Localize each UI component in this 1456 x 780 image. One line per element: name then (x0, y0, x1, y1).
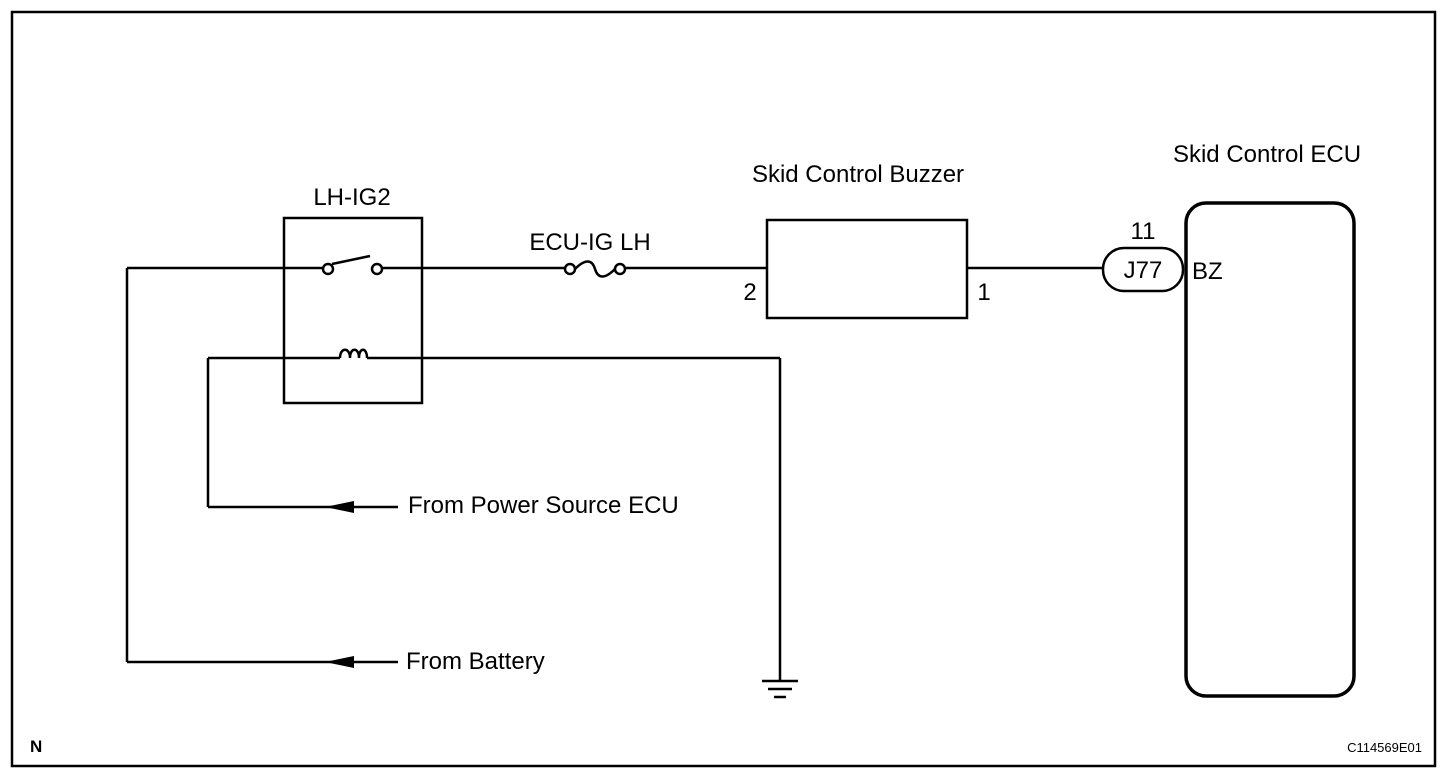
ecu-box (1184, 201, 1356, 698)
battery-label: From Battery (406, 648, 545, 675)
ground-wire (367, 356, 782, 680)
battery-arrow (325, 656, 354, 668)
ecu-label: Skid Control ECU (1173, 141, 1361, 168)
relay-box (282, 216, 424, 405)
buzzer-pin-2: 2 (743, 279, 756, 306)
view-code-label: N (30, 737, 42, 756)
fuse-label: ECU-IG LH (529, 229, 650, 256)
buzzer-box (765, 218, 969, 320)
power-source-label: From Power Source ECU (408, 492, 679, 519)
connector-pin-number: 11 (1131, 218, 1156, 245)
relay-label: LH-IG2 (313, 184, 390, 211)
battery-wire (125, 266, 398, 664)
fuse-icon (563, 260, 627, 278)
power-source-wire (206, 356, 398, 509)
figure-id-label: C114569E01 (1347, 740, 1422, 755)
diagram-frame (10, 10, 1437, 768)
ecu-terminal-label: BZ (1192, 258, 1223, 285)
connector-label: J77 (1124, 257, 1163, 284)
power-source-arrow (325, 501, 354, 513)
buzzer-label: Skid Control Buzzer (752, 161, 964, 188)
ground-icon (762, 679, 798, 699)
relay-coil (338, 348, 369, 359)
connector-j77 (1101, 246, 1185, 293)
relay-switch (321, 254, 384, 276)
buzzer-pin-1: 1 (977, 279, 990, 306)
